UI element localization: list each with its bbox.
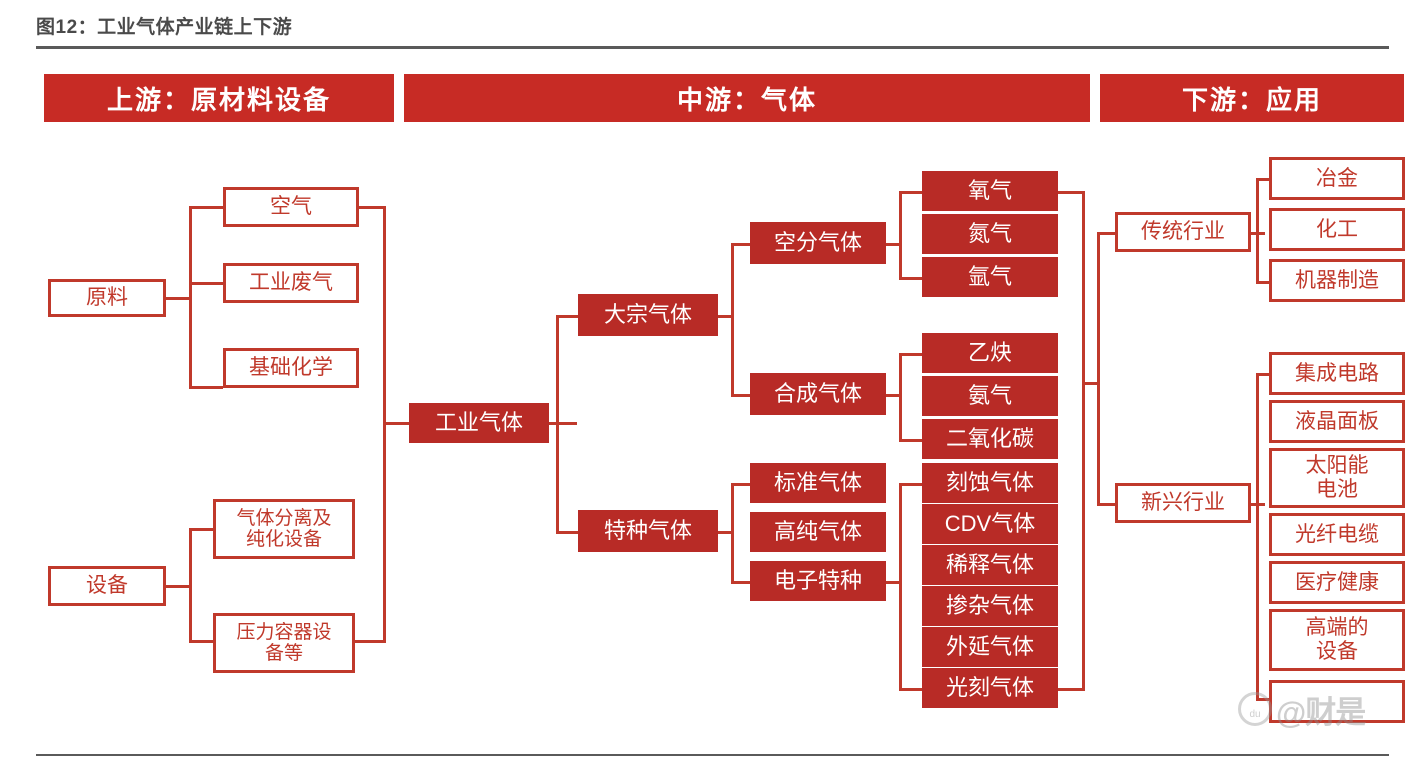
- connector-midstream-to-downstream: [1082, 382, 1100, 385]
- connector-synthesis-stem: [886, 394, 902, 397]
- node-fiber-optic-cable[interactable]: 光纤电缆: [1269, 513, 1405, 556]
- node-ammonia[interactable]: 氨气: [922, 376, 1058, 416]
- connector-electronic-leaf-bracket: [899, 483, 902, 688]
- node-gas-separation-purification-equipment[interactable]: 气体分离及 纯化设备: [213, 499, 355, 559]
- node-dilution-gas[interactable]: 稀释气体: [922, 545, 1058, 585]
- connector-air-out: [359, 206, 386, 209]
- node-pressure-vessel-equipment[interactable]: 压力容器设 备等: [213, 613, 355, 673]
- node-nitrogen[interactable]: 氮气: [922, 214, 1058, 254]
- connector-to-integrated-circuit: [1256, 373, 1269, 376]
- connector-specialty-gas-stem: [718, 531, 734, 534]
- connector-to-carbon-dioxide: [899, 439, 922, 442]
- title-divider: [36, 46, 1389, 49]
- node-integrated-circuit[interactable]: 集成电路: [1269, 352, 1405, 395]
- node-photolithography-gas[interactable]: 光刻气体: [922, 668, 1058, 708]
- connector-industrial-gas-stem: [549, 422, 577, 425]
- stage-header-midstream: 中游：气体: [404, 74, 1090, 122]
- stage-header-upstream: 上游：原材料设备: [44, 74, 394, 122]
- connector-specialty-group-bracket: [731, 483, 734, 581]
- connector-to-photolithography-gas: [899, 688, 922, 691]
- connector-traditional-app-bracket: [1256, 178, 1259, 281]
- node-bulk-gas[interactable]: 大宗气体: [578, 294, 718, 336]
- node-electronic-specialty-gas[interactable]: 电子特种: [750, 561, 886, 601]
- node-chemical-industry[interactable]: 化工: [1269, 208, 1405, 251]
- connector-raw-material-bracket: [189, 206, 192, 388]
- node-etching-gas[interactable]: 刻蚀气体: [922, 463, 1058, 503]
- node-oxygen[interactable]: 氧气: [922, 171, 1058, 211]
- connector-air-separation-stem: [886, 243, 902, 246]
- connector-to-electronic-specialty-gas: [731, 581, 750, 584]
- connector-pressure-vessel-out: [355, 640, 386, 643]
- connector-synthesis-leaf-bracket: [899, 353, 902, 439]
- node-cdv-gas[interactable]: CDV气体: [922, 504, 1058, 544]
- connector-oxygen-out: [1058, 191, 1085, 194]
- node-industrial-gas[interactable]: 工业气体: [409, 403, 549, 443]
- node-air[interactable]: 空气: [223, 187, 359, 227]
- connector-to-argon: [899, 277, 922, 280]
- connector-to-synthesis-gas: [731, 394, 750, 397]
- node-machinery-manufacturing[interactable]: 机器制造: [1269, 259, 1405, 302]
- node-basic-chemistry[interactable]: 基础化学: [223, 348, 359, 388]
- connector-photolithography-out: [1058, 688, 1085, 691]
- connector-equipment-bracket: [189, 528, 192, 643]
- node-air-separation-gas[interactable]: 空分气体: [750, 222, 886, 264]
- connector-raw-material-stem: [166, 297, 192, 300]
- node-doping-gas[interactable]: 掺杂气体: [922, 586, 1058, 626]
- connector-to-oxygen: [899, 191, 922, 194]
- node-emerging-industry[interactable]: 新兴行业: [1115, 483, 1251, 523]
- connector-electronic-specialty-stem: [886, 581, 902, 584]
- connector-to-bulk-gas: [556, 315, 578, 318]
- node-synthesis-gas[interactable]: 合成气体: [750, 373, 886, 415]
- connector-to-specialty-gas: [556, 531, 578, 534]
- figure-title: 图12：工业气体产业链上下游: [36, 17, 293, 38]
- node-high-end-equipment[interactable]: 高端的 设备: [1269, 609, 1405, 671]
- connector-category-bracket: [556, 315, 559, 533]
- connector-to-etching-gas: [899, 483, 922, 486]
- footer-divider: [36, 754, 1389, 756]
- connector-to-separation-equipment: [189, 528, 213, 531]
- node-acetylene[interactable]: 乙炔: [922, 333, 1058, 373]
- node-epitaxial-gas[interactable]: 外延气体: [922, 627, 1058, 667]
- connector-to-air-separation-gas: [731, 243, 750, 246]
- node-carbon-dioxide[interactable]: 二氧化碳: [922, 419, 1058, 459]
- node-equipment[interactable]: 设备: [48, 566, 166, 606]
- connector-to-acetylene: [899, 353, 922, 356]
- connector-to-waste-gas: [189, 282, 223, 285]
- connector-to-emerging-last: [1256, 698, 1269, 701]
- node-solar-cell[interactable]: 太阳能 电池: [1269, 448, 1405, 508]
- node-industrial-waste-gas[interactable]: 工业废气: [223, 263, 359, 303]
- node-emerging-application-obscured[interactable]: [1269, 680, 1405, 723]
- node-traditional-industry[interactable]: 传统行业: [1115, 212, 1251, 252]
- connector-midstream-merge: [1082, 191, 1085, 691]
- connector-upstream-to-industrial-gas: [383, 422, 411, 425]
- node-standard-gas[interactable]: 标准气体: [750, 463, 886, 503]
- connector-to-machinery-manufacturing: [1256, 281, 1269, 284]
- connector-emerging-app-bracket: [1256, 373, 1259, 701]
- connector-to-pressure-vessel: [189, 640, 213, 643]
- node-medical-health[interactable]: 医疗健康: [1269, 561, 1405, 604]
- connector-to-emerging-industry: [1097, 503, 1115, 506]
- connector-to-basic-chemistry: [189, 386, 223, 389]
- connector-bulk-group-bracket: [731, 243, 734, 394]
- node-raw-material[interactable]: 原料: [48, 279, 166, 317]
- connector-to-air: [189, 206, 223, 209]
- stage-header-downstream: 下游：应用: [1100, 74, 1404, 122]
- connector-bulk-gas-stem: [718, 315, 734, 318]
- node-specialty-gas[interactable]: 特种气体: [578, 510, 718, 552]
- connector-downstream-sector-bracket: [1097, 232, 1100, 503]
- connector-to-traditional-industry: [1097, 232, 1115, 235]
- node-high-purity-gas[interactable]: 高纯气体: [750, 512, 886, 552]
- connector-equipment-stem: [166, 585, 192, 588]
- connector-to-standard-gas: [731, 483, 750, 486]
- node-metallurgy[interactable]: 冶金: [1269, 157, 1405, 200]
- node-lcd-panel[interactable]: 液晶面板: [1269, 400, 1405, 443]
- node-argon[interactable]: 氩气: [922, 257, 1058, 297]
- connector-air-separation-leaf-bracket: [899, 191, 902, 277]
- connector-to-metallurgy: [1256, 178, 1269, 181]
